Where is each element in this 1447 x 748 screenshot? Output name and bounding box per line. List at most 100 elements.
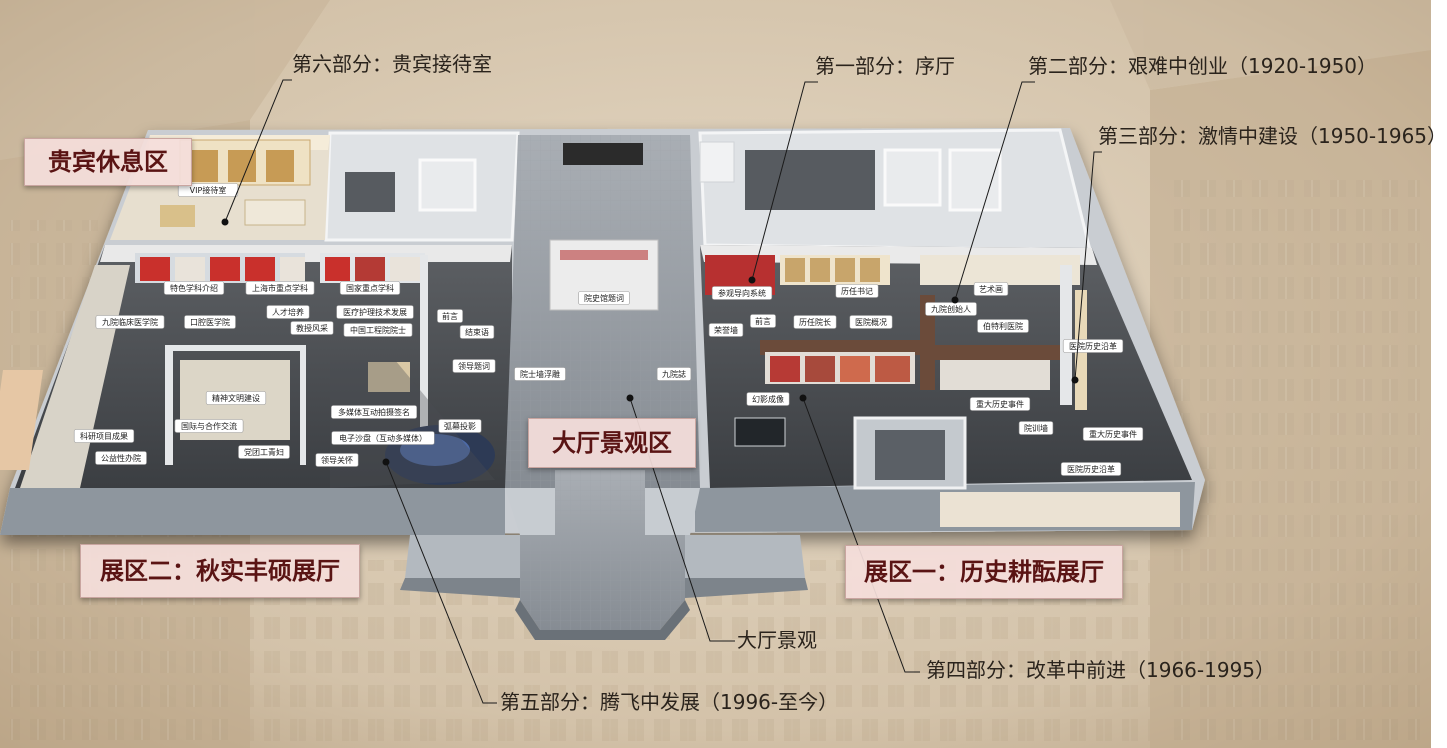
svg-text:前言: 前言 xyxy=(442,311,458,321)
svg-text:VIP接待室: VIP接待室 xyxy=(190,185,227,195)
callout-part3: 第三部分：激情中建设（1950-1965） xyxy=(1098,124,1447,148)
leader-part6-dot xyxy=(221,218,229,226)
central-hall xyxy=(400,135,808,640)
callout-part4: 第四部分：改革中前进（1966-1995） xyxy=(926,658,1276,682)
svg-text:医院历史沿革: 医院历史沿革 xyxy=(1067,464,1115,474)
room-tag: 前言 xyxy=(750,314,776,328)
leader-part6 xyxy=(224,79,292,223)
svg-text:人才培养: 人才培养 xyxy=(272,307,304,317)
svg-text:九院誌: 九院誌 xyxy=(662,369,686,379)
room-tag: 中国工程院院士 xyxy=(343,323,413,337)
svg-text:领导关怀: 领导关怀 xyxy=(321,455,353,465)
zone-label-exhibit-two: 展区二：秋实丰硕展厅 xyxy=(80,544,360,598)
svg-text:医疗护理技术发展: 医疗护理技术发展 xyxy=(343,307,407,317)
zone-label-vip-lounge: 贵宾休息区 xyxy=(24,138,192,186)
zone-label-hall: 大厅景观区 xyxy=(528,418,696,468)
leader-part4 xyxy=(802,397,920,673)
leader-part3-dot xyxy=(1071,376,1079,384)
room-tag: 医院概况 xyxy=(849,315,893,329)
room-tag: 上海市重点学科 xyxy=(245,281,315,295)
room-tag: 结束语 xyxy=(459,325,495,339)
callout-hall-view: 大厅景观 xyxy=(737,628,817,652)
leader-part1 xyxy=(751,81,818,281)
callout-part6: 第六部分：贵宾接待室 xyxy=(292,52,492,76)
room-tag: 医疗护理技术发展 xyxy=(336,305,414,319)
room-tag: 前言 xyxy=(437,309,463,323)
svg-text:党团工青妇: 党团工青妇 xyxy=(244,447,284,457)
svg-text:结束语: 结束语 xyxy=(465,327,489,337)
svg-text:九院临床医学院: 九院临床医学院 xyxy=(102,317,158,327)
svg-text:重大历史事件: 重大历史事件 xyxy=(976,399,1024,409)
leader-part3 xyxy=(1074,151,1102,381)
room-tag: 九院誌 xyxy=(656,367,692,381)
room-tag: 党团工青妇 xyxy=(238,445,290,459)
room-tag: 重大历史事件 xyxy=(969,397,1031,411)
room-tag: 医院历史沿革 xyxy=(1060,462,1122,476)
svg-text:特色学科介绍: 特色学科介绍 xyxy=(170,283,218,293)
room-tag: 历任院长 xyxy=(793,315,837,329)
room-tag: 国家重点学科 xyxy=(339,281,401,295)
svg-text:中国工程院院士: 中国工程院院士 xyxy=(350,325,406,335)
room-tag: 精神文明建设 xyxy=(205,391,267,405)
svg-text:历任书记: 历任书记 xyxy=(841,286,873,296)
room-tag: 教授风采 xyxy=(290,321,334,335)
room-tag: 医院历史沿革 xyxy=(1062,339,1124,353)
room-tag: 伯特利医院 xyxy=(977,319,1029,333)
room-tag: 公益性办院 xyxy=(95,451,147,465)
room-tag: 参观导向系统 xyxy=(711,286,773,300)
room-tag: 领导关怀 xyxy=(315,453,359,467)
leader-part2-dot xyxy=(951,296,959,304)
svg-text:历任院长: 历任院长 xyxy=(799,317,831,327)
svg-text:电子沙盘（互动多媒体）: 电子沙盘（互动多媒体） xyxy=(339,433,427,443)
svg-text:多媒体互动拍摄签名: 多媒体互动拍摄签名 xyxy=(338,407,410,417)
room-tag: 弧幕投影 xyxy=(438,419,482,433)
svg-text:艺术画: 艺术画 xyxy=(979,284,1003,294)
leader-part5-dot xyxy=(382,458,390,466)
leader-part1-dot xyxy=(748,276,756,284)
leader-part2 xyxy=(954,81,1035,301)
svg-text:前言: 前言 xyxy=(755,316,771,326)
room-tag: 口腔医学院 xyxy=(184,315,236,329)
leader-lines xyxy=(221,79,1102,704)
room-tag: 人才培养 xyxy=(266,305,310,319)
svg-text:院士墙浮雕: 院士墙浮雕 xyxy=(520,369,560,379)
room-tag: 电子沙盘（互动多媒体） xyxy=(331,431,435,445)
room-tag: 科研项目成果 xyxy=(73,429,135,443)
callout-part2: 第二部分：艰难中创业（1920-1950） xyxy=(1028,54,1378,78)
svg-text:院训墙: 院训墙 xyxy=(1024,423,1048,433)
back-service-rooms xyxy=(324,128,1092,252)
svg-text:荣誉墙: 荣誉墙 xyxy=(714,325,738,335)
room-tag: 特色学科介绍 xyxy=(163,281,225,295)
callout-part1: 第一部分：序厅 xyxy=(815,54,955,78)
leader-hall-view xyxy=(629,397,735,642)
room-tag: 九院创始人 xyxy=(925,302,977,316)
svg-text:公益性办院: 公益性办院 xyxy=(101,453,141,463)
svg-text:领导题词: 领导题词 xyxy=(458,361,490,371)
callout-part5: 第五部分：腾飞中发展（1996-至今） xyxy=(500,690,839,714)
room-tag: 重大历史事件 xyxy=(1082,427,1144,441)
room-tag: 国际与合作交流 xyxy=(174,419,244,433)
svg-text:幻影成像: 幻影成像 xyxy=(752,394,784,404)
svg-text:医院历史沿革: 医院历史沿革 xyxy=(1069,341,1117,351)
svg-text:参观导向系统: 参观导向系统 xyxy=(718,288,766,298)
room-tag: 院训墙 xyxy=(1018,421,1054,435)
svg-text:医院概况: 医院概况 xyxy=(855,317,887,327)
background-building-right xyxy=(1110,0,1431,748)
svg-text:国家重点学科: 国家重点学科 xyxy=(346,283,394,293)
svg-text:精神文明建设: 精神文明建设 xyxy=(212,393,260,403)
room-tag: 院史馆题词 xyxy=(578,291,630,305)
leader-part4-dot xyxy=(799,394,807,402)
svg-text:教授风采: 教授风采 xyxy=(296,323,328,333)
svg-text:上海市重点学科: 上海市重点学科 xyxy=(252,283,308,293)
exhibit-one-floor xyxy=(700,245,1192,527)
room-tag: 院士墙浮雕 xyxy=(514,367,566,381)
room-tag: 历任书记 xyxy=(835,284,879,298)
room-tag: 九院临床医学院 xyxy=(95,315,165,329)
leader-hall-view-dot xyxy=(626,394,634,402)
svg-text:伯特利医院: 伯特利医院 xyxy=(983,321,1023,331)
svg-text:口腔医学院: 口腔医学院 xyxy=(190,317,230,327)
svg-text:科研项目成果: 科研项目成果 xyxy=(80,431,128,441)
